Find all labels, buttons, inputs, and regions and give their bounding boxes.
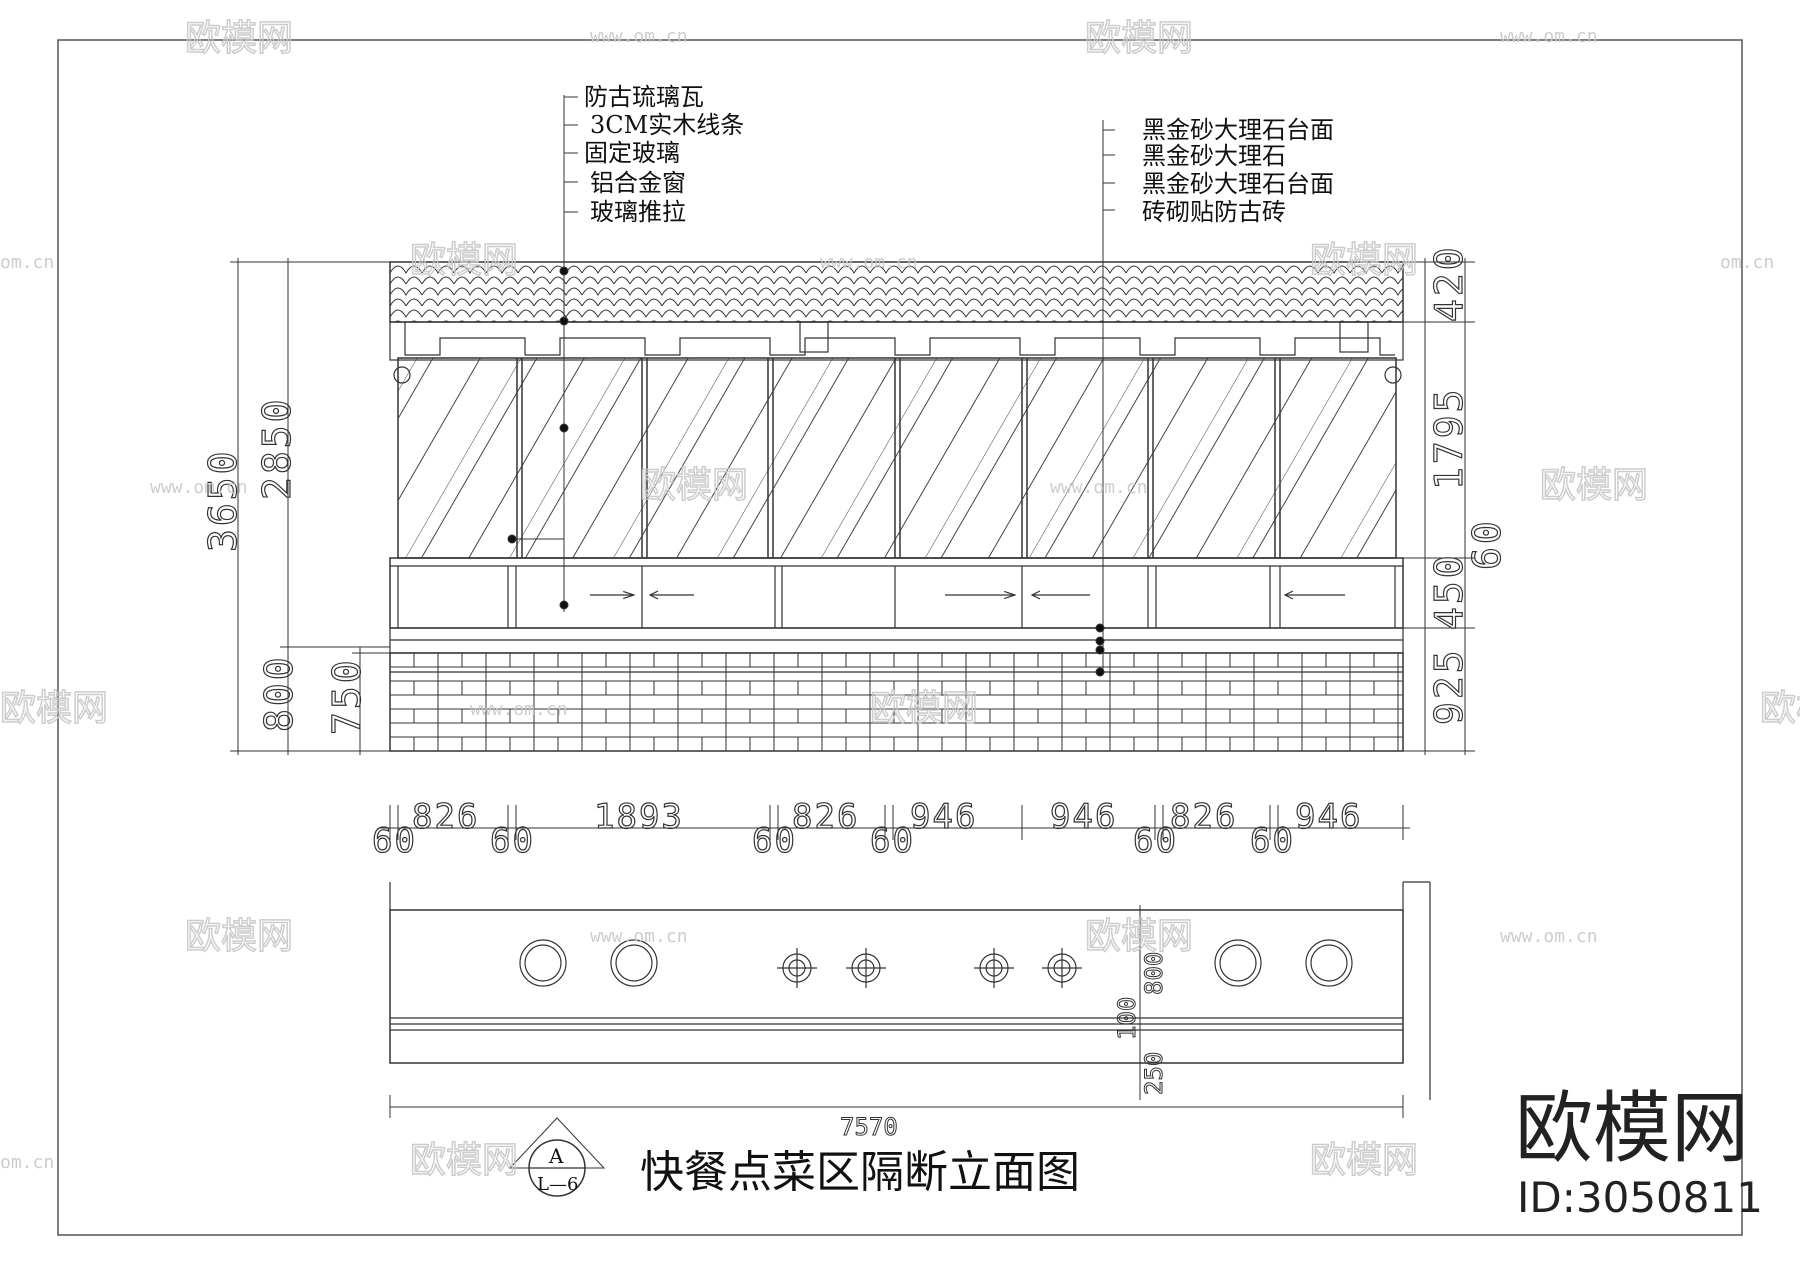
watermark-url: om.cn <box>1720 252 1774 273</box>
width-dimensions: 826 1893 826 946 946 826 946 60 60 60 60… <box>371 796 1362 861</box>
callout-marble-counter-top: 黑金砂大理石台面 <box>1142 116 1334 144</box>
stove-burners <box>519 939 1353 988</box>
dim-800: 800 <box>257 654 301 732</box>
dim-7570: 7570 <box>840 1113 898 1141</box>
callout-brick-tile: 砖砌贴防古砖 <box>1142 198 1286 226</box>
watermark-logo: 欧模网 <box>410 1140 518 1181</box>
roof-tiles <box>389 261 1404 323</box>
watermark-logo: 欧模网 <box>0 688 108 729</box>
watermark-url: www.om.cn <box>150 477 248 498</box>
large-burner-2 <box>610 939 658 987</box>
dim-925: 925 <box>1427 647 1471 725</box>
watermark-url: www.om.cn <box>1500 26 1598 47</box>
dim-946-a: 946 <box>910 797 977 837</box>
gas-burner-3 <box>974 948 1014 988</box>
left-leaders <box>507 95 578 612</box>
watermark-url: www.om.cn <box>590 926 688 947</box>
sheet-border <box>57 39 1743 1236</box>
section-ref-top: A <box>548 1144 564 1168</box>
plan-view <box>389 881 1431 1100</box>
watermark-logo: 欧模网 <box>1310 1140 1418 1181</box>
callout-fixed-glass: 固定玻璃 <box>584 139 680 167</box>
dim-2850: 2850 <box>255 396 299 500</box>
gas-burner-1 <box>777 948 817 988</box>
dim-plan-250: 250 <box>1140 1052 1168 1095</box>
left-callouts: 防古琉璃瓦 3CM实木线条 固定玻璃 铝合金窗 玻璃推拉 <box>584 83 744 226</box>
dim-826-c: 826 <box>1170 797 1237 837</box>
dim-60-c: 60 <box>752 821 797 861</box>
watermark-logo: 欧模网 <box>185 18 293 59</box>
dim-420: 420 <box>1427 244 1471 322</box>
watermark-url: www.om.cn <box>1500 926 1598 947</box>
dim-826-b: 826 <box>792 797 859 837</box>
left-dimensions: 3650 2850 800 750 <box>200 396 369 736</box>
callout-glazed-tile: 防古琉璃瓦 <box>584 83 704 111</box>
watermark-url: www.om.cn <box>590 26 688 47</box>
watermark-url: www.om.cn <box>470 699 568 720</box>
left-dimension-lines <box>230 258 390 755</box>
right-dimension-lines <box>1403 258 1475 755</box>
dim-826-a: 826 <box>412 797 479 837</box>
dim-60-a: 60 <box>372 821 417 861</box>
watermark-url: om.cn <box>0 1152 54 1173</box>
dim-60-d: 60 <box>870 821 915 861</box>
sliding-windows <box>389 557 1404 629</box>
right-leaders <box>1095 120 1115 677</box>
large-burner-3 <box>1214 939 1262 987</box>
gas-burner-2 <box>846 948 886 988</box>
width-dimension-line <box>380 805 1410 840</box>
dim-1893: 1893 <box>594 797 684 837</box>
watermark-url: www.om.cn <box>820 252 918 273</box>
watermark-logo: 欧模网 <box>640 465 748 506</box>
drawing-title: 快餐点菜区隔断立面图 <box>640 1147 1080 1198</box>
brand-name: 欧模网 <box>1515 1084 1749 1174</box>
dim-60-e: 60 <box>1133 821 1178 861</box>
watermark-logo: 欧模网 <box>1310 240 1418 281</box>
section-ref-bottom: L—6 <box>537 1174 578 1195</box>
watermark-logo: 欧模网 <box>1540 465 1648 506</box>
section-symbol: A L—6 <box>508 1117 606 1197</box>
dim-plan-800: 800 <box>1140 952 1168 995</box>
callout-marble: 黑金砂大理石 <box>1142 142 1286 170</box>
watermark-logo: 欧模网 <box>870 688 978 729</box>
large-burner-4 <box>1305 939 1353 987</box>
dim-946-c: 946 <box>1295 797 1362 837</box>
dim-60-f: 60 <box>1250 821 1295 861</box>
dim-60-b: 60 <box>490 821 535 861</box>
total-width: 7570 <box>389 1095 1404 1142</box>
gas-burner-4 <box>1042 948 1082 988</box>
watermark-logo: 欧模网 <box>410 240 518 281</box>
watermark-url: www.om.cn <box>1050 477 1148 498</box>
watermarks: 欧模网 www.om.cn 欧模网 www.om.cn om.cn 欧模网 ww… <box>0 17 1800 1182</box>
dim-946-b: 946 <box>1050 797 1117 837</box>
large-burner-1 <box>519 939 567 987</box>
callout-sliding-glass: 玻璃推拉 <box>590 198 686 226</box>
dim-plan-100: 100 <box>1113 997 1141 1040</box>
dim-450: 450 <box>1427 552 1471 630</box>
callout-wood-trim: 3CM实木线条 <box>590 111 744 139</box>
watermark-logo: 欧模网 <box>1085 18 1193 59</box>
watermark-logo: 欧模网 <box>1085 916 1193 957</box>
brick-base <box>389 652 1404 752</box>
brand-mark: 欧模网 ID:3050811 <box>1515 1084 1763 1222</box>
right-dimensions: 420 1795 60 450 925 <box>1426 244 1509 726</box>
dim-1795: 1795 <box>1427 386 1471 490</box>
right-callouts: 黑金砂大理石台面 黑金砂大理石 黑金砂大理石台面 砖砌贴防古砖 <box>1142 116 1334 226</box>
marble-counter <box>389 627 1404 654</box>
watermark-logo: 欧模网 <box>1760 688 1800 729</box>
dim-750: 750 <box>325 657 369 735</box>
dim-60: 60 <box>1465 518 1509 570</box>
plan-dimensions: 800 100 250 <box>1113 905 1169 1100</box>
callout-marble-counter-top-2: 黑金砂大理石台面 <box>1142 170 1334 198</box>
dim-3650: 3650 <box>201 448 245 552</box>
watermark-url: om.cn <box>0 252 54 273</box>
glass-panels <box>397 357 1397 559</box>
watermark-logo: 欧模网 <box>185 916 293 957</box>
brand-id: ID:3050811 <box>1517 1173 1763 1222</box>
callout-aluminum-window: 铝合金窗 <box>590 169 686 197</box>
